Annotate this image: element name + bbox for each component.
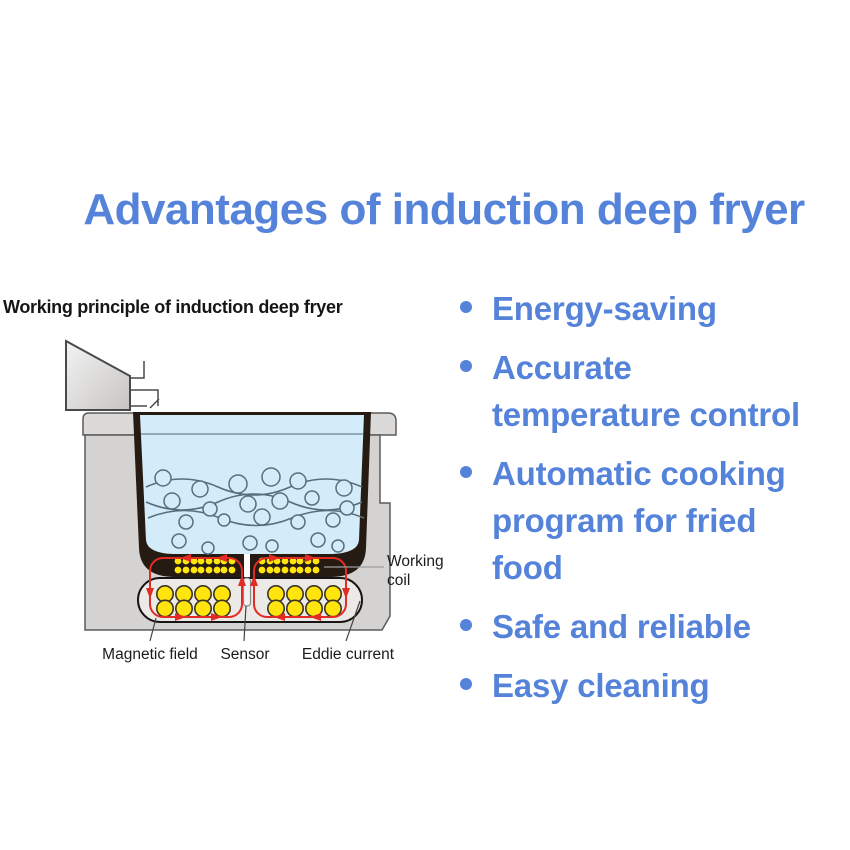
eddie-current-coils [156,584,342,618]
list-item-label: Easy cleaning [492,667,710,704]
convection-waves [145,478,365,527]
bullet-dot [460,678,472,690]
working-coil-dots [174,557,320,574]
bullet-dot [460,619,472,631]
list-item: Accurate temperature control [448,344,840,438]
label-working-coil-line1: Working [387,553,444,570]
magnetic-field-loop-right [250,554,350,621]
bullet-dot [460,301,472,313]
sensor-line [243,605,247,642]
bullet-dot [460,466,472,478]
list-item: Automatic cooking program for fried food [448,450,840,591]
panel-brackets [131,361,160,409]
list-item-label: Energy-saving [492,290,717,327]
label-working-coil-line2: coil [387,572,410,589]
list-item-label: Safe and reliable [492,608,751,645]
magnetic-field-line [149,617,157,642]
bullet-dot [460,360,472,372]
list-item-label: Accurate temperature control [492,349,800,433]
list-item: Easy cleaning [448,662,840,709]
list-item-label: Automatic cooking program for fried food [492,455,786,586]
label-sensor: Sensor [220,646,269,663]
oil-liquid [140,415,364,554]
fryer-diagram: Working coil Magnetic field Sensor Eddie… [65,339,444,663]
control-panel [65,339,131,411]
label-magnetic-field: Magnetic field [102,646,198,663]
label-eddie-current: Eddie current [302,646,395,663]
list-item: Energy-saving [448,285,840,332]
page-title: Advantages of induction deep fryer [83,185,805,234]
eddie-current-line [345,600,361,642]
bubbles [154,467,355,555]
magnetic-field-loop-left [146,554,246,621]
sensor-slit [244,554,250,579]
advantages-list: Energy-saving Accurate temperature contr… [448,285,840,721]
list-item: Safe and reliable [448,603,840,650]
diagram-title: Working principle of induction deep frye… [3,297,343,317]
